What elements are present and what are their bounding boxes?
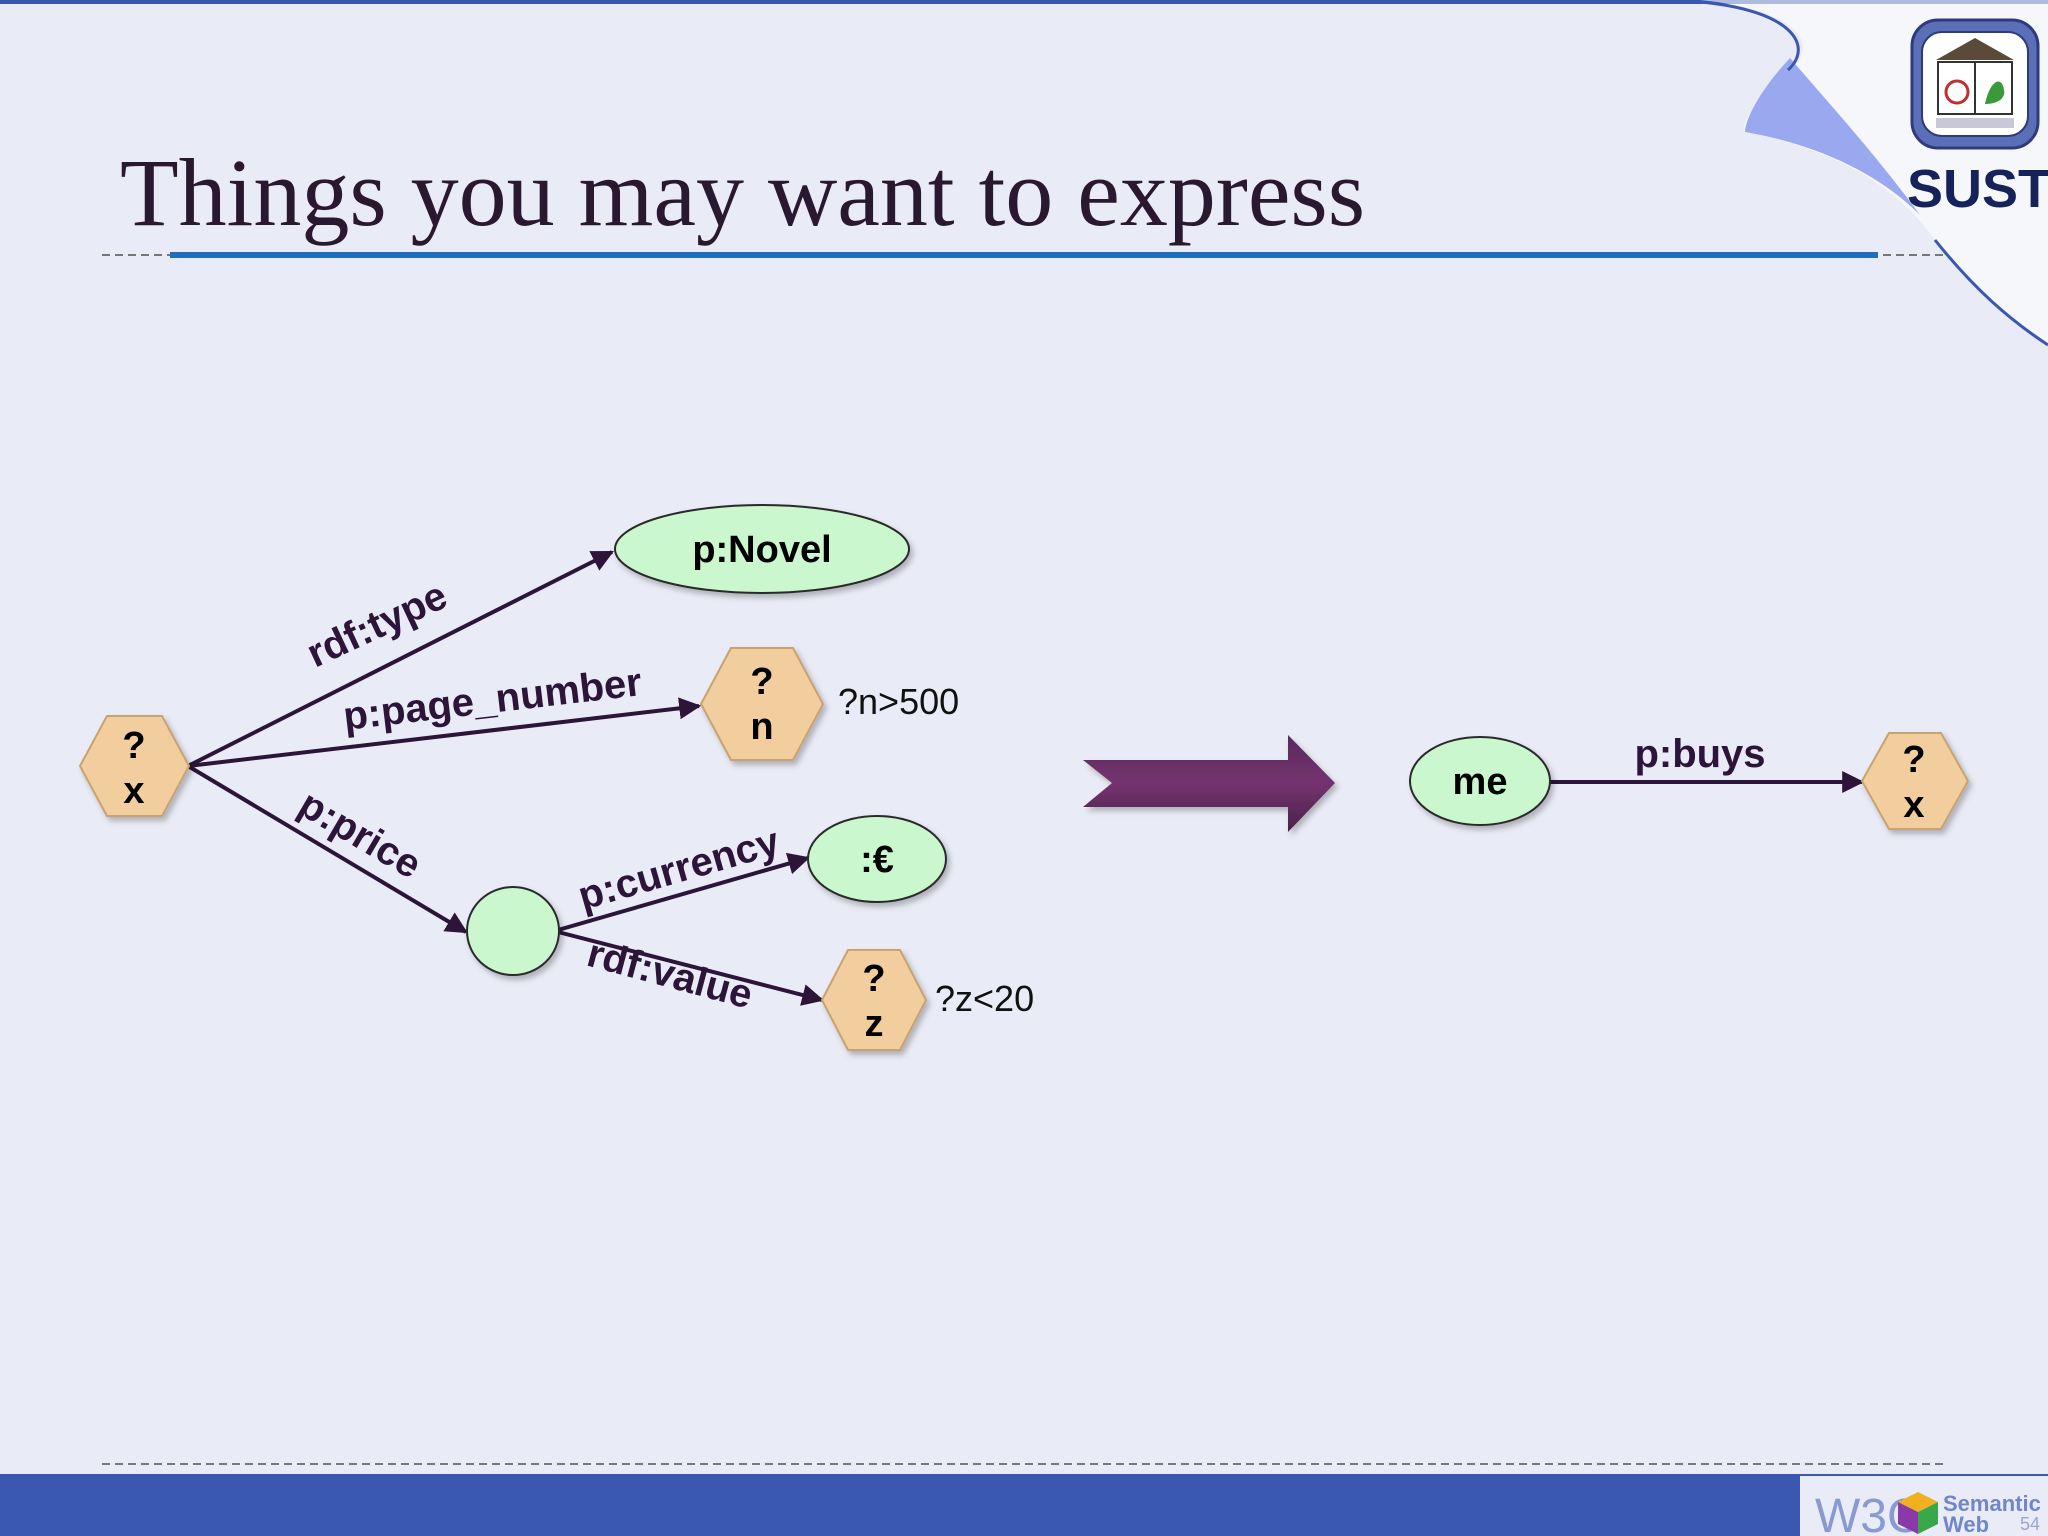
svg-text:p:price: p:price: [291, 782, 428, 888]
node-me: me: [1409, 736, 1551, 826]
semantic-web-text-line2: Web: [1943, 1512, 1989, 1536]
edge-buys: p:buys: [1550, 732, 1865, 793]
edge-rdf-value: rdf:value: [557, 930, 825, 1017]
page-number: 54: [2020, 1514, 2040, 1534]
svg-text:z: z: [865, 1003, 884, 1045]
svg-text:x: x: [123, 770, 144, 812]
svg-text:p:page_number: p:page_number: [341, 660, 644, 739]
sust-logo-text: SUST: [1907, 159, 2048, 219]
svg-text:p:currency: p:currency: [573, 819, 785, 918]
edge-currency: p:currency: [557, 819, 811, 932]
emblem-right-icon: [1985, 81, 2005, 104]
edge-rdf-type: rdf:type: [187, 550, 614, 768]
transition-arrow: [1083, 735, 1335, 832]
top-border: [0, 0, 2048, 4]
edge-page-number: p:page_number: [187, 660, 702, 768]
emblem-left-icon: [1944, 79, 1970, 105]
svg-text:?: ?: [862, 958, 885, 1000]
w3c-semantic-web-logo: W3C Semantic Web: [1815, 1490, 2041, 1536]
svg-text:?: ?: [122, 725, 145, 767]
svg-text:?: ?: [1902, 739, 1925, 781]
svg-text:p:Novel: p:Novel: [692, 529, 831, 571]
svg-text:p:buys: p:buys: [1634, 732, 1765, 776]
sust-logo: SUST: [1907, 18, 2048, 219]
svg-text:me: me: [1453, 761, 1508, 803]
semantic-web-cube-icon: [1898, 1492, 1938, 1534]
node-price-blank: [466, 886, 560, 976]
constraint-n: ?n>500: [838, 681, 959, 722]
svg-text:x: x: [1903, 784, 1924, 826]
svg-text:n: n: [750, 706, 773, 748]
constraint-z: ?z<20: [935, 978, 1034, 1019]
svg-text:rdf:value: rdf:value: [583, 931, 758, 1017]
page-title: Things you may want to express: [120, 139, 1365, 246]
semantic-web-text-line1: Semantic: [1943, 1491, 2041, 1516]
node-x-variable: ? x: [78, 715, 191, 817]
node-z-variable: ? z: [820, 949, 928, 1051]
node-euro: :€: [807, 815, 947, 903]
svg-text:?: ?: [750, 661, 773, 703]
node-novel: p:Novel: [614, 504, 910, 594]
node-x-variable-right: ? x: [1860, 732, 1970, 830]
node-n-variable: ? n: [699, 647, 825, 761]
svg-text:rdf:type: rdf:type: [300, 573, 454, 676]
edge-price: p:price: [186, 764, 468, 934]
footer-bar: [0, 1474, 2048, 1536]
svg-text::€: :€: [860, 839, 894, 881]
